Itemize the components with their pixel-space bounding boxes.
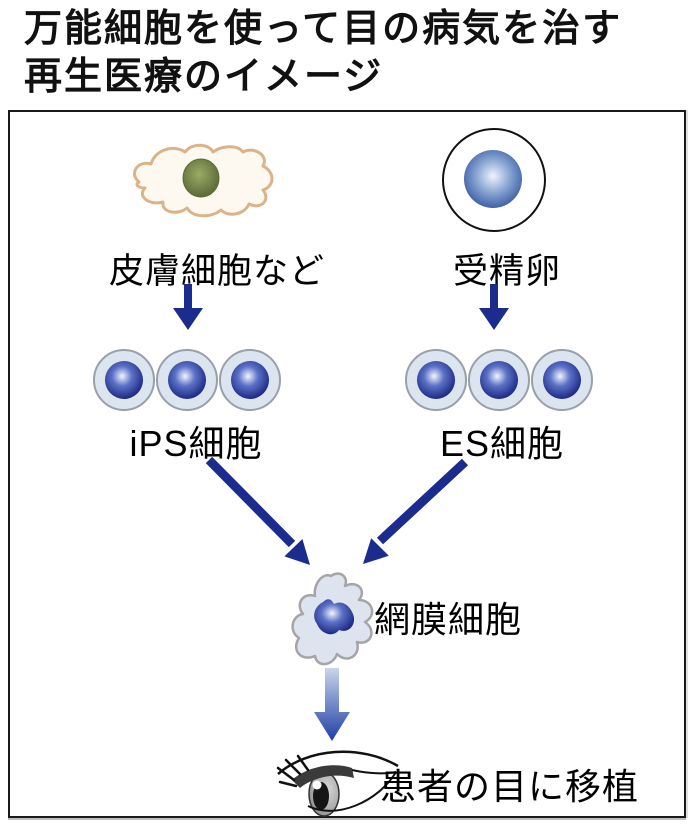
- eye-icon: [276, 750, 399, 817]
- retina-cell-icon: [291, 572, 374, 666]
- diagram-panel: 皮膚細胞など 受精卵: [8, 110, 686, 818]
- retina-cell-label: 網膜細胞: [374, 599, 523, 640]
- diagonal-arrows-icon: [205, 456, 469, 565]
- transplant-label: 患者の目に移植: [380, 766, 640, 807]
- skin-cell-label: 皮膚細胞など: [108, 252, 326, 291]
- es-cell-label: ES細胞: [439, 423, 565, 464]
- down-arrow-icon: [173, 284, 203, 330]
- page-title-line1: 万能細胞を使って目の病気を治す: [24, 8, 623, 50]
- ips-cell-label: iPS細胞: [129, 423, 263, 464]
- skin-cell-icon: [133, 143, 274, 218]
- page-title: 万能細胞を使って目の病気を治す 再生医療のイメージ: [24, 6, 684, 102]
- page-title-line2: 再生医療のイメージ: [24, 55, 384, 98]
- gradient-down-arrow-icon: [314, 668, 350, 741]
- cell-cluster-icon: [405, 349, 593, 411]
- down-arrow-icon: [479, 284, 509, 330]
- cell-cluster-icon: [93, 349, 281, 411]
- fertilized-egg-icon: [442, 128, 546, 232]
- fertilized-egg-label: 受精卵: [452, 252, 562, 291]
